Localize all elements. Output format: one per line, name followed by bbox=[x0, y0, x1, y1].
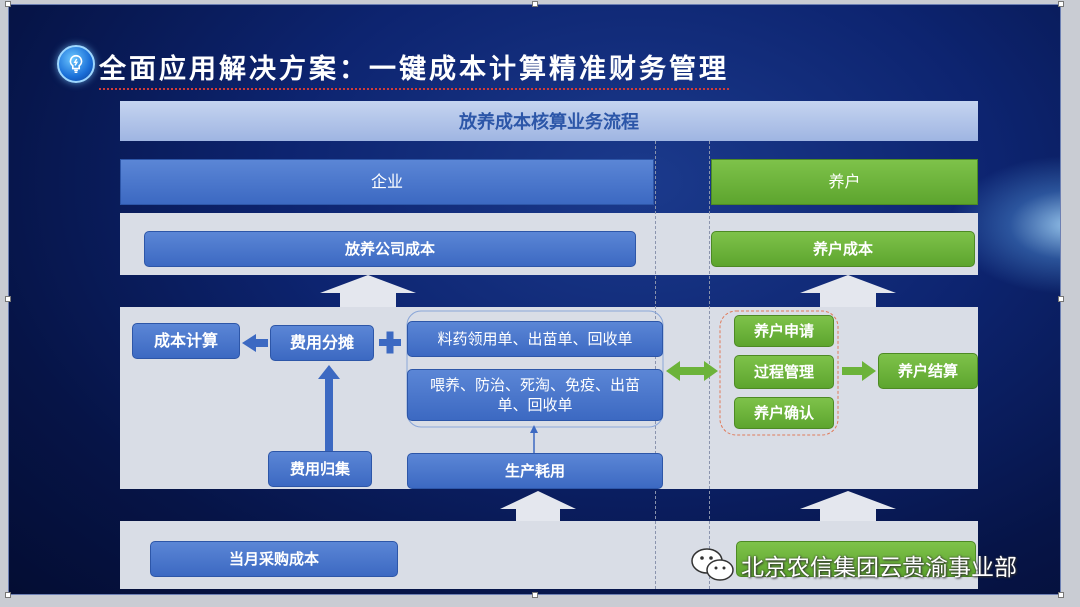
resize-handle-bl[interactable] bbox=[5, 592, 11, 598]
doc-row1-box: 料药领用单、出苗单、回收单 bbox=[407, 321, 663, 357]
resize-handle-bc[interactable] bbox=[532, 592, 538, 598]
watermark: 北京农信集团云贵渝事业部 bbox=[689, 545, 1017, 585]
company-cost-box: 放养公司成本 bbox=[144, 231, 636, 267]
watermark-text: 北京农信集团云贵渝事业部 bbox=[741, 555, 1017, 581]
column-farmer: 养户 bbox=[711, 159, 978, 205]
arrow-up-farmer-bottom bbox=[800, 491, 896, 521]
diagram-header: 放养成本核算业务流程 bbox=[120, 101, 978, 141]
farmer-cost-box: 养户成本 bbox=[711, 231, 975, 267]
arrow-up-alloc bbox=[318, 365, 340, 451]
resize-handle-mr[interactable] bbox=[1058, 296, 1064, 302]
arrow-up-purchase bbox=[500, 491, 576, 521]
column-divider-1 bbox=[655, 141, 656, 589]
cost-collect-box: 费用归集 bbox=[268, 451, 372, 487]
page-title: 全面应用解决方案：一键成本计算精准财务管理 bbox=[99, 47, 729, 90]
cost-alloc-box: 费用分摊 bbox=[270, 325, 374, 361]
arrow-up-farmer bbox=[800, 275, 896, 307]
arrow-right-settle bbox=[842, 361, 876, 381]
resize-handle-tc[interactable] bbox=[532, 1, 538, 7]
flow-diagram: 放养成本核算业务流程 企业 养户 放养公司成本 养户成本 bbox=[120, 101, 978, 589]
process-mgmt-box: 过程管理 bbox=[734, 355, 834, 389]
column-enterprise: 企业 bbox=[120, 159, 654, 205]
farmer-apply-box: 养户申请 bbox=[734, 315, 834, 347]
plus-vertical bbox=[386, 331, 394, 354]
cost-calc-box: 成本计算 bbox=[132, 323, 240, 359]
doc-row2-box: 喂养、防治、死淘、免疫、出苗单、回收单 bbox=[407, 369, 663, 421]
slide: 全面应用解决方案：一键成本计算精准财务管理 放养成本核算业务流程 企业 养户 放… bbox=[8, 4, 1061, 595]
farmer-confirm-box: 养户确认 bbox=[734, 397, 834, 429]
double-arrow bbox=[666, 361, 718, 381]
arrow-up-company bbox=[320, 275, 416, 307]
resize-handle-tl[interactable] bbox=[5, 1, 11, 7]
arrow-left-calc bbox=[242, 334, 268, 352]
farmer-settle-box: 养户结算 bbox=[878, 353, 978, 389]
lightbulb-icon bbox=[57, 45, 95, 83]
resize-handle-tr[interactable] bbox=[1058, 1, 1064, 7]
monthly-purchase-box: 当月采购成本 bbox=[150, 541, 398, 577]
production-box: 生产耗用 bbox=[407, 453, 663, 489]
resize-handle-ml[interactable] bbox=[5, 296, 11, 302]
farmer-bottom-box bbox=[736, 541, 976, 577]
resize-handle-br[interactable] bbox=[1058, 592, 1064, 598]
farmer-steps-outline bbox=[719, 310, 839, 436]
arrow-head-docs bbox=[530, 425, 538, 433]
wechat-icon bbox=[691, 548, 734, 581]
diagram-arrows bbox=[242, 275, 896, 521]
